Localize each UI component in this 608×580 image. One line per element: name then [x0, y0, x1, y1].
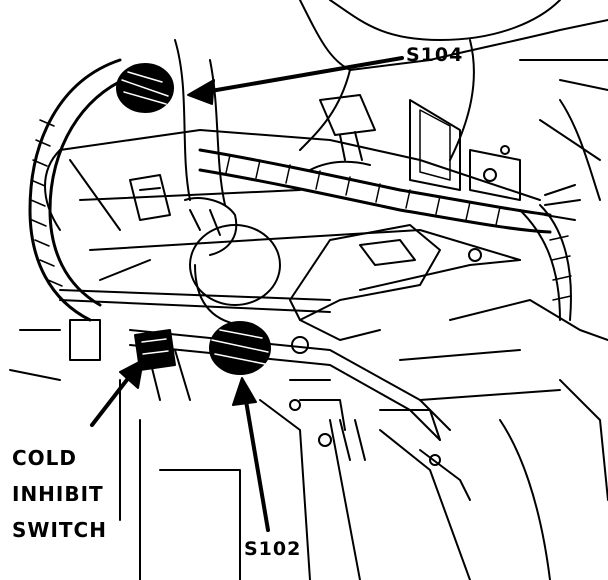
mounting-bracket: [289, 224, 521, 354]
leader-arrows: [90, 56, 404, 532]
s102-label: S102: [244, 538, 302, 560]
s104-arrowhead: [187, 79, 215, 105]
engine-background-outline: [299, 0, 608, 201]
s104-label: S104: [406, 44, 464, 66]
cold-inhibit-line-3: SWITCH: [12, 518, 107, 542]
connector-block: [129, 94, 376, 221]
engine-block-outline: [9, 129, 608, 580]
wiring-harness: [28, 58, 581, 322]
cold-inhibit-switch-body: [134, 329, 176, 371]
splice-s104: [116, 63, 174, 113]
splice-s102: [209, 321, 271, 375]
cold-inhibit-line-2: INHIBIT: [12, 482, 104, 506]
harness-tape-marks: [30, 119, 572, 301]
cold-inhibit-arrowhead: [119, 359, 144, 389]
cold-inhibit-line-1: COLD: [12, 446, 78, 470]
cold-inhibit-switch-label: COLD INHIBIT SWITCH: [12, 440, 107, 548]
lower-lines: [59, 289, 471, 501]
s102-arrowhead: [232, 377, 257, 406]
cold-inhibit-arrow-line: [90, 370, 135, 427]
s104-arrow-line: [203, 56, 404, 94]
s102-arrow-line: [243, 393, 270, 532]
